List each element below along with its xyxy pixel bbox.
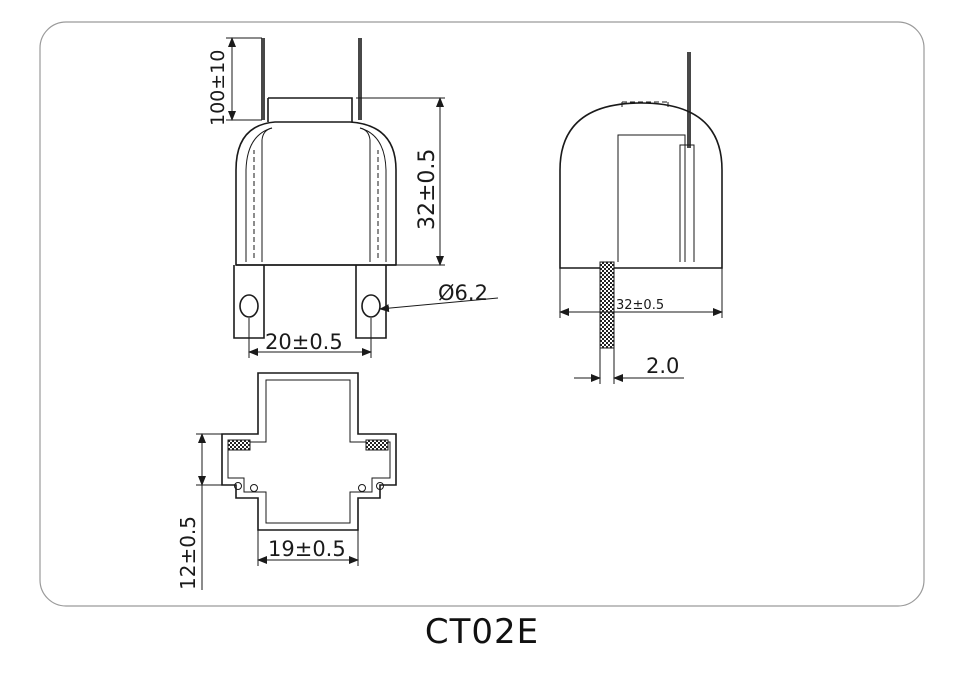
model-caption: CT02E [424,612,540,652]
bracket-height-label: 12±0.5 [176,516,200,590]
height-label: 32±0.5 [415,149,440,230]
lead-length-label: 100±10 [207,50,229,126]
drawing-frame [39,21,925,607]
bracket-view [196,372,397,590]
thickness-label: 2.0 [646,354,679,378]
bracket-width-label: 19±0.5 [268,537,346,561]
hole-spacing-label: 20±0.5 [265,330,343,354]
front-view [226,37,499,358]
side-width-label: 32±0.5 [616,298,664,313]
hole-diameter-label: Ø6.2 [438,281,488,305]
side-view [559,52,723,384]
